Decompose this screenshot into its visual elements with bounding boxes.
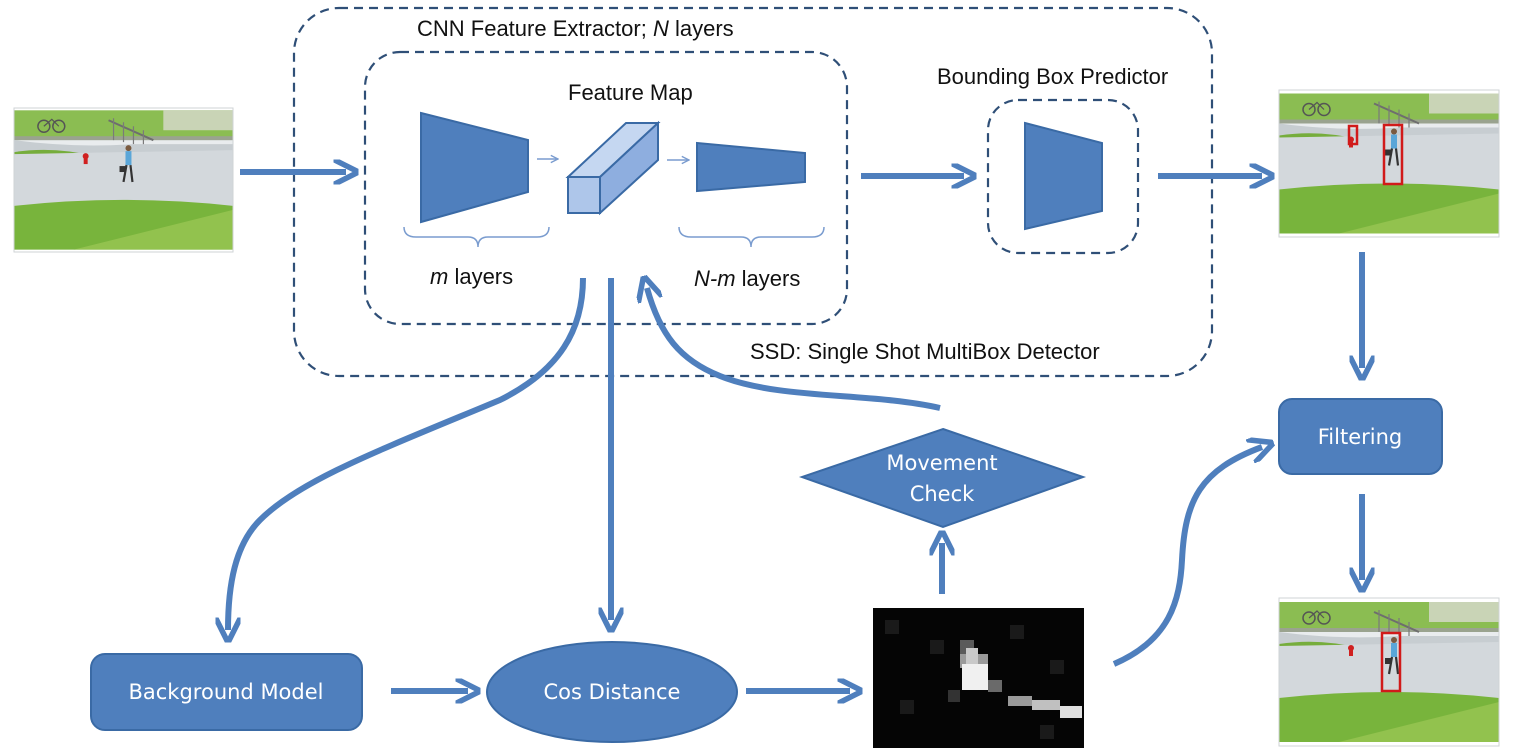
filtered-person-detection-box	[1380, 631, 1402, 693]
filtering-node: Filtering	[1278, 398, 1443, 475]
filtering-label: Filtering	[1318, 425, 1402, 449]
arrow-feature-map-to-background-model	[228, 277, 586, 630]
m-layers-label: m layers	[430, 264, 513, 289]
feature-map-cube	[565, 120, 661, 216]
cosine-distance-heatmap-image	[873, 608, 1084, 748]
ssd-label: SSD: Single Shot MultiBox Detector	[750, 339, 1100, 364]
cos-distance-node: Cos Distance	[486, 641, 738, 743]
movement-check-node: Movement Check	[798, 427, 1087, 529]
cnn-feature-extractor-label: CNN Feature Extractor; N layers	[417, 16, 734, 41]
first-m-layers-block	[420, 111, 529, 224]
movement-check-label-line2: Check	[910, 482, 975, 506]
person-detection-box	[1382, 123, 1404, 186]
bounding-box-predictor-label: Bounding Box Predictor	[937, 64, 1168, 89]
movement-check-label-line1: Movement	[886, 451, 997, 475]
m-layers-brace	[403, 226, 550, 248]
n-minus-m-layers-brace	[678, 226, 825, 248]
bounding-box-predictor-container	[986, 98, 1140, 255]
arrow-movement-check-feedback	[647, 288, 941, 411]
filtered-frame-image	[1278, 597, 1500, 747]
feature-extraction-container	[363, 50, 849, 326]
cos-distance-label: Cos Distance	[544, 680, 681, 704]
arrow-heatmap-to-filtering	[1112, 447, 1262, 667]
background-model-node: Background Model	[90, 653, 363, 731]
remaining-n-minus-m-layers-block	[696, 141, 806, 193]
feature-map-label: Feature Map	[568, 80, 693, 105]
cnn-feature-extractor-container	[292, 6, 1214, 378]
false-detection-box	[1347, 124, 1359, 146]
detection-frame-image	[1278, 89, 1500, 238]
bounding-box-predictor-block	[1024, 121, 1103, 231]
background-model-label: Background Model	[128, 680, 323, 704]
n-minus-m-layers-label: N-m layers	[694, 266, 800, 291]
input-frame-image	[13, 107, 234, 253]
